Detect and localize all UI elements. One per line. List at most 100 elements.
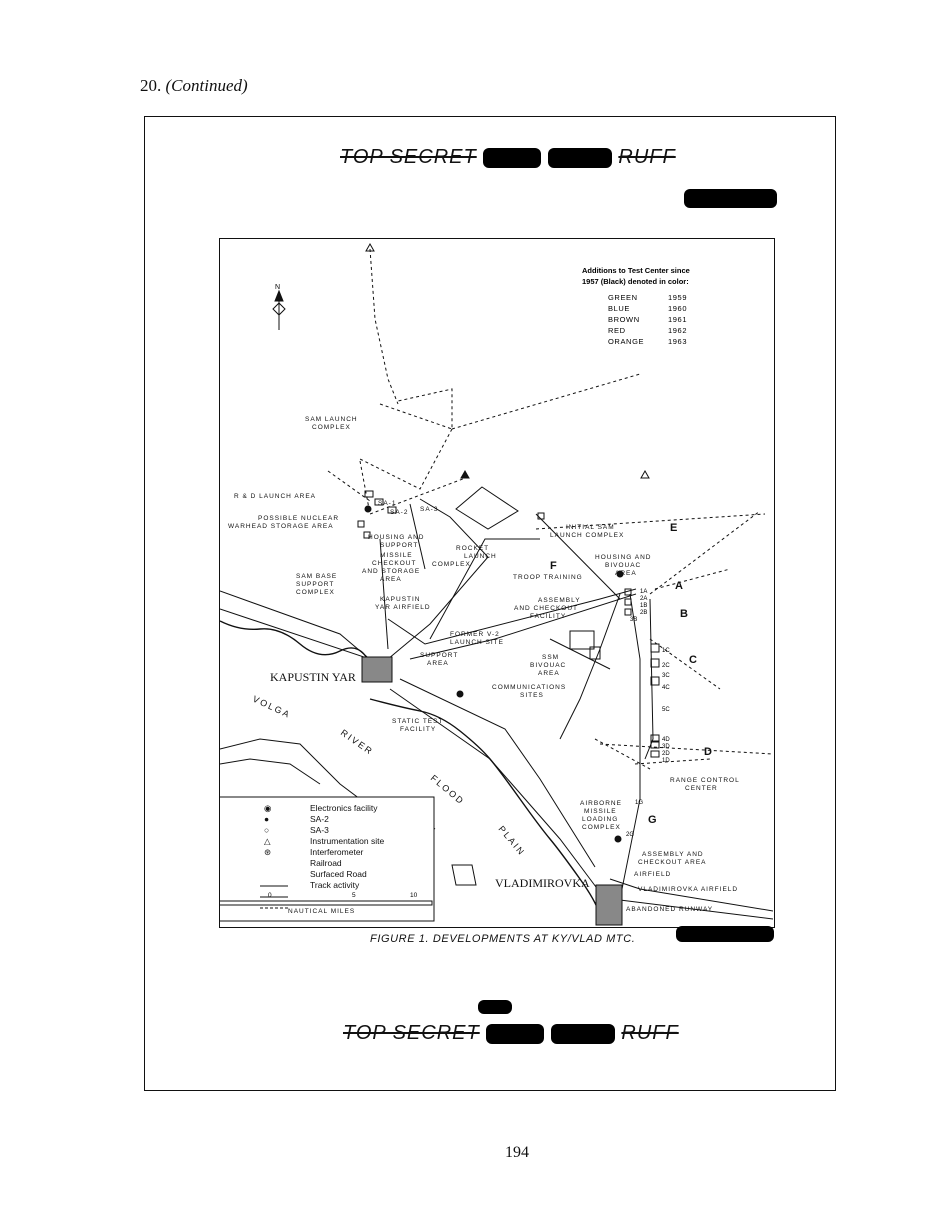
redaction-block	[550, 1023, 615, 1044]
site-code: 3B	[630, 617, 637, 623]
scale-tick: 10	[410, 892, 418, 899]
site-code: 4D	[662, 737, 670, 743]
redaction-block	[676, 926, 774, 942]
label-ky-airfield-1: KAPUSTIN	[380, 596, 421, 603]
label-airborne-3: LOADING	[582, 816, 618, 823]
heading-note: (Continued)	[165, 76, 248, 95]
legend-label: SA-3	[310, 825, 329, 835]
site-code: 2G	[626, 832, 634, 838]
site-code: 4C	[662, 685, 670, 691]
bottom-classification-banner: TOP SECRET RUFF	[343, 1022, 679, 1045]
label-missile-4: AREA	[380, 576, 402, 583]
redaction-block	[478, 1000, 512, 1014]
label-static-test-2: FACILITY	[400, 726, 436, 733]
label-sam-base-1: SAM BASE	[296, 573, 337, 580]
instrumentation-marker	[460, 469, 470, 479]
sa2-marker	[614, 835, 622, 843]
label-sa1: SA-1	[378, 500, 396, 507]
site-code: 2B	[640, 610, 647, 616]
label-ssm-bivouac-3: AREA	[538, 670, 560, 677]
page-heading: 20. (Continued)	[140, 76, 248, 96]
color-key-name: RED	[608, 326, 626, 335]
river-bank	[369, 698, 601, 920]
north-arrow-head	[274, 289, 284, 302]
banner-bottom-right: RUFF	[621, 1022, 679, 1044]
label-range-control-1: RANGE CONTROL	[670, 777, 740, 784]
map-figure: Additions to Test Center since 1957 (Bla…	[201, 238, 775, 928]
label-assembly-area-2: CHECKOUT AREA	[638, 859, 707, 866]
site-code: 2C	[662, 663, 670, 669]
heading-number: 20.	[140, 76, 162, 95]
label-assembly-2: AND CHECKOUT	[514, 605, 578, 612]
label-airfield: AIRFIELD	[634, 871, 671, 878]
zone-letter-b: B	[680, 608, 688, 620]
scale-unit: NAUTICAL MILES	[288, 908, 355, 915]
label-initial-sam-1: INITIAL SAM	[566, 524, 615, 531]
label-missile-2: CHECKOUT	[372, 560, 416, 567]
label-plain: PLAIN	[496, 824, 527, 858]
label-housing-support-2: SUPPORT	[380, 542, 418, 549]
legend: ◉ Electronics facility ● SA-2 ○ SA-3 △ I…	[208, 803, 418, 915]
label-river: RIVER	[339, 727, 375, 757]
site-code: 1C	[662, 648, 670, 654]
site-code: 3D	[662, 744, 670, 750]
label-abandoned-runway: ABANDONED RUNWAY	[626, 906, 713, 913]
color-key-year: 1960	[668, 304, 687, 313]
label-volga: VOLGA	[251, 694, 292, 720]
label-rocket-3: COMPLEX	[432, 561, 471, 568]
label-rocket-1: ROCKET	[456, 545, 489, 552]
site-codes: 1A 2A 1B 2B 3B 1C 2C 3C 4C 5C 4D 3D 2D 1…	[626, 589, 670, 838]
site-code: 3C	[662, 673, 670, 679]
color-key-name: BLUE	[608, 304, 630, 313]
label-former-v2-2: LAUNCH SITE	[450, 639, 504, 646]
kapustin-yar-town	[361, 656, 393, 683]
legend-symbol: ◉	[264, 803, 272, 813]
label-sa3: SA-3	[420, 506, 438, 513]
track-lines	[327, 248, 774, 770]
label-housing-bivouac-3: AREA	[615, 570, 637, 577]
legend-box	[201, 796, 435, 922]
label-static-test-1: STATIC TEST	[392, 718, 443, 725]
legend-symbol: ⊛	[264, 847, 271, 857]
scale-tick: 5	[352, 892, 356, 899]
legend-label: Electronics facility	[310, 803, 378, 813]
site-code: 2A	[640, 596, 647, 602]
label-communications-1: COMMUNICATIONS	[492, 684, 566, 691]
redaction-block	[684, 189, 777, 208]
color-key-year: 1961	[668, 315, 687, 324]
legend-symbol: ○	[264, 825, 269, 835]
sa2-marker	[364, 505, 372, 513]
legend-symbol: △	[264, 836, 271, 846]
terrain-contour	[219, 758, 321, 785]
zone-letter-g: G	[648, 814, 657, 826]
label-missile-1: MISSILE	[380, 552, 413, 559]
legend-label: Interferometer	[310, 847, 364, 857]
legend-label: SA-2	[310, 814, 329, 824]
label-troop-training: TROOP TRAINING	[513, 574, 583, 581]
label-ssm-bivouac-1: SSM	[542, 654, 559, 661]
label-support-area-2: AREA	[427, 660, 449, 667]
label-missile-3: AND STORAGE	[362, 568, 420, 575]
figure-caption: FIGURE 1. DEVELOPMENTS AT KY/VLAD MTC.	[370, 933, 636, 945]
label-rocket-2: LAUNCH	[464, 553, 497, 560]
zone-letter-e: E	[670, 522, 677, 534]
label-initial-sam-2: LAUNCH COMPLEX	[550, 532, 624, 539]
color-key-year: 1962	[668, 326, 687, 335]
site-code: 5C	[662, 707, 670, 713]
label-range-control-2: CENTER	[685, 785, 718, 792]
label-assembly-1: ASSEMBLY	[538, 597, 581, 604]
banner-top-right: RUFF	[618, 146, 676, 168]
page-number: 194	[505, 1144, 529, 1161]
site-code: 1D	[662, 758, 670, 764]
legend-symbol: ●	[264, 814, 269, 824]
label-sam-launch-2: COMPLEX	[312, 424, 351, 431]
label-sa2: SA-2	[390, 509, 408, 516]
label-possible-nuclear-2: WARHEAD STORAGE AREA	[228, 523, 334, 530]
label-kapustin-yar: KAPUSTIN YAR	[270, 670, 356, 684]
site-code: 1B	[640, 603, 647, 609]
redaction-block	[547, 147, 612, 168]
color-key-name: ORANGE	[608, 337, 644, 346]
label-sam-base-3: COMPLEX	[296, 589, 335, 596]
instrumentation-marker	[365, 242, 375, 252]
color-key-title-2: 1957 (Black) denoted in color:	[582, 277, 689, 286]
